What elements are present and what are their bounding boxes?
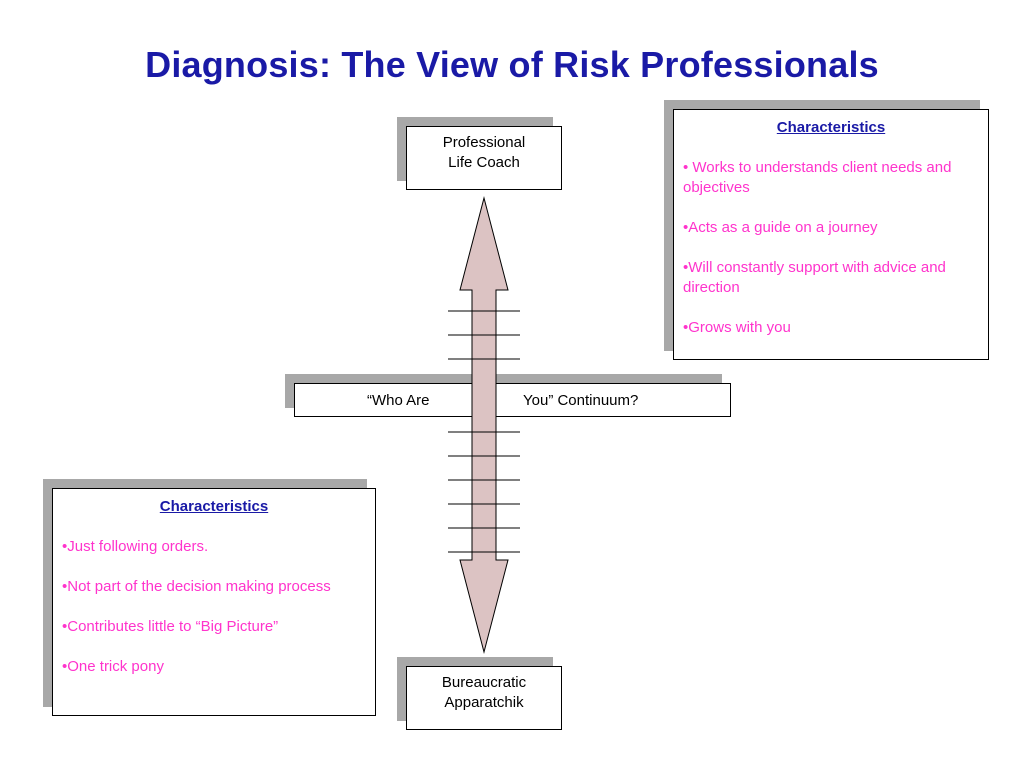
list-item: •Just following orders. (62, 538, 209, 555)
continuum-box: “Who Are You” Continuum? (294, 383, 731, 417)
list-item: • Works to understands client needs and … (683, 159, 952, 196)
list-item: •Acts as a guide on a journey (683, 219, 878, 236)
continuum-label-left: “Who Are (367, 392, 430, 409)
bottom-characteristics-box: Characteristics •Just following orders. … (52, 488, 376, 716)
list-item: •Will constantly support with advice and… (683, 259, 946, 296)
top-node-line1: Professional (442, 134, 526, 151)
bottom-characteristics-heading: Characteristics (159, 498, 269, 515)
bottom-node-box: Bureaucratic Apparatchik (406, 666, 562, 730)
tick-marks (448, 310, 520, 553)
page-title: Diagnosis: The View of Risk Professional… (145, 44, 879, 85)
top-characteristics-heading: Characteristics (776, 119, 886, 136)
bottom-node-line1: Bureaucratic (441, 674, 527, 691)
list-item: •Grows with you (683, 319, 791, 336)
double-arrow-icon (459, 196, 509, 654)
list-item: •Not part of the decision making process (62, 578, 331, 595)
top-node-box: Professional Life Coach (406, 126, 562, 190)
bottom-node-line2: Apparatchik (444, 694, 524, 711)
list-item: •Contributes little to “Big Picture” (62, 618, 279, 635)
top-characteristics-box: Characteristics • Works to understands c… (673, 109, 989, 360)
list-item: •One trick pony (62, 658, 164, 675)
continuum-label-right: You” Continuum? (523, 392, 639, 409)
top-node-line2: Life Coach (448, 154, 520, 171)
